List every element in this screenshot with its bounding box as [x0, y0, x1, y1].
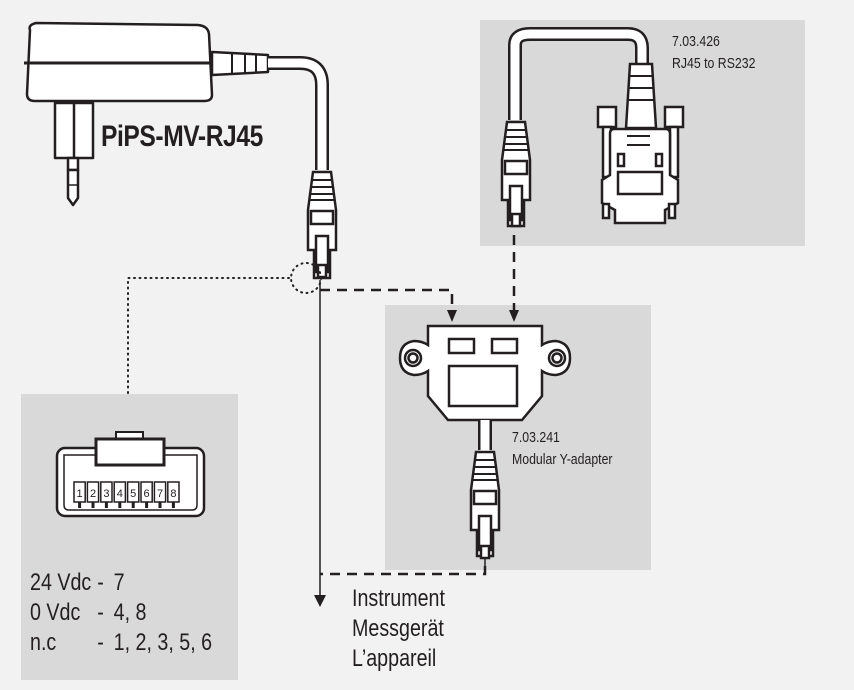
- db9-connector-icon: [596, 62, 685, 225]
- y-adapter-label: 7.03.241 Modular Y-adapter: [512, 427, 613, 471]
- pin-number: 6: [144, 488, 150, 500]
- pin-tab: [171, 502, 175, 508]
- pinout-pins: 1, 2, 3, 5, 6: [113, 629, 213, 656]
- rj45-plug-icon: [500, 120, 532, 228]
- pinout-signal: 24 Vdc: [30, 569, 92, 596]
- destination-fr: L’appareil: [352, 645, 437, 672]
- y-adapter-part-number: 7.03.241: [512, 429, 560, 446]
- pin-tab: [145, 502, 149, 508]
- pin-tab: [131, 502, 135, 508]
- rs232-adapter-label: 7.03.426 RJ45 to RS232: [672, 31, 755, 75]
- pin-number: 3: [103, 488, 109, 500]
- power-cable: [268, 56, 329, 170]
- destination-label: Instrument Messgerät L’appareil: [352, 584, 445, 674]
- pinout-pins: 4, 8: [113, 599, 147, 626]
- rj45-plug-icon: [469, 450, 501, 560]
- pin-number: 1: [77, 488, 83, 500]
- rs232-part-number: 7.03.426: [672, 33, 720, 50]
- pin-number: 8: [170, 488, 176, 500]
- pin-number: 5: [130, 488, 136, 500]
- pinout-separator: -: [97, 629, 104, 656]
- pinout-row: 0 Vdc-4, 8: [30, 598, 212, 628]
- psu-to-adapter-dashed: [320, 288, 454, 310]
- destination-de: Messgerät: [352, 615, 444, 642]
- y-adapter-icon: [398, 324, 572, 422]
- pin-tab: [158, 502, 162, 508]
- pinout-row: 24 Vdc-7: [30, 568, 212, 598]
- power-supply-icon: [24, 21, 270, 207]
- rs232-description: RJ45 to RS232: [672, 55, 756, 72]
- pin-number: 7: [157, 488, 163, 500]
- pinout-signal: 0 Vdc: [30, 599, 81, 626]
- pin-tab: [91, 502, 95, 508]
- pin-tab: [104, 502, 108, 508]
- destination-en: Instrument: [352, 585, 445, 612]
- y-adapter-description: Modular Y-adapter: [512, 451, 613, 468]
- rj45-plug-icon: [306, 170, 338, 280]
- pinout-separator: -: [97, 569, 104, 596]
- pin-number: 4: [117, 488, 123, 500]
- pinout-separator: -: [97, 599, 104, 626]
- pin-callout-leader: [127, 277, 290, 395]
- pinout-pins: 7: [113, 569, 125, 596]
- product-name: PiPS-MV-RJ45: [101, 120, 263, 153]
- pin-tab: [78, 502, 82, 508]
- adapter-to-instrument-dashed: [320, 566, 487, 576]
- pin-number: 2: [90, 488, 96, 500]
- pin-callout-circle: [290, 262, 322, 294]
- instrument-arrow-icon: [314, 595, 326, 607]
- pinout-legend: 24 Vdc-7 0 Vdc-4, 8 n.c-1, 2, 3, 5, 6: [30, 568, 212, 658]
- pinout-row: n.c -1, 2, 3, 5, 6: [30, 628, 212, 658]
- pinout-signal: n.c: [30, 629, 57, 656]
- pin-tab: [118, 502, 122, 508]
